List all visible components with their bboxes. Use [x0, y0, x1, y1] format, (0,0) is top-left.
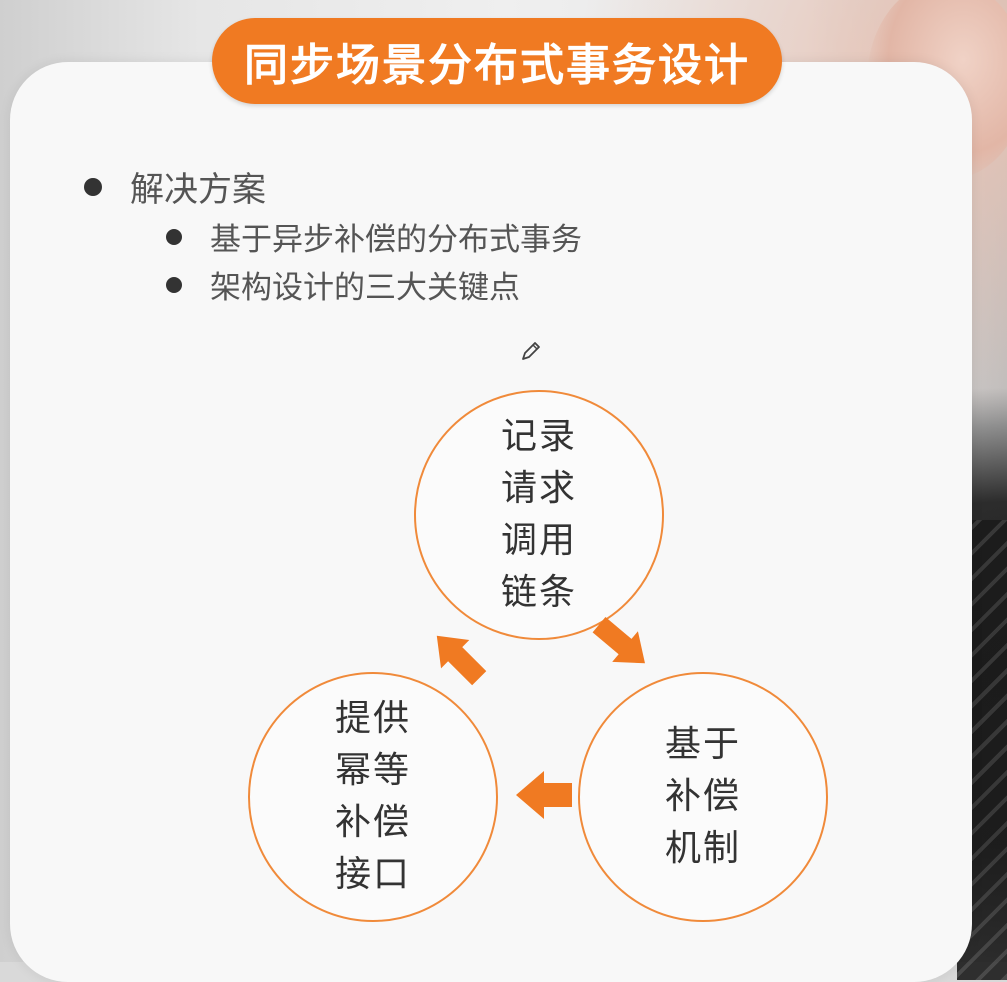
- cycle-node-compensation-mechanism: 基于 补偿 机制: [578, 672, 828, 922]
- slide-title: 同步场景分布式事务设计: [212, 18, 782, 104]
- bullet-sub-2: 架构设计的三大关键点: [166, 262, 520, 307]
- bullet-sub-1-text: 基于异步补偿的分布式事务: [210, 222, 582, 258]
- cycle-node-record-call-chain: 记录 请求 调用 链条: [414, 390, 664, 640]
- node-text: 补偿: [334, 802, 411, 843]
- bullet-main: 解决方案: [84, 162, 266, 211]
- bullet-main-text: 解决方案: [130, 170, 266, 210]
- node-text: 调用: [500, 520, 577, 561]
- bullet-dot: [166, 228, 182, 245]
- bullet-dot: [166, 276, 182, 293]
- arrow-top-to-right: [592, 617, 645, 664]
- node-text: 请求: [500, 468, 577, 509]
- arrow-right-to-left: [516, 771, 572, 819]
- pencil-icon: [522, 342, 540, 360]
- bullet-sub-1: 基于异步补偿的分布式事务: [166, 214, 582, 259]
- node-text: 链条: [500, 572, 577, 613]
- node-text: 机制: [664, 828, 741, 869]
- node-text: 幂等: [334, 750, 411, 791]
- node-text: 提供: [334, 698, 411, 739]
- bullet-sub-2-text: 架构设计的三大关键点: [210, 270, 520, 306]
- bullet-dot: [84, 177, 102, 196]
- cycle-node-idempotent-interface: 提供 幂等 补偿 接口: [248, 672, 498, 922]
- node-text: 基于: [664, 724, 741, 765]
- node-text: 接口: [334, 854, 411, 895]
- arrow-left-to-top: [436, 635, 487, 686]
- node-text: 补偿: [664, 776, 741, 817]
- node-text: 记录: [500, 416, 577, 457]
